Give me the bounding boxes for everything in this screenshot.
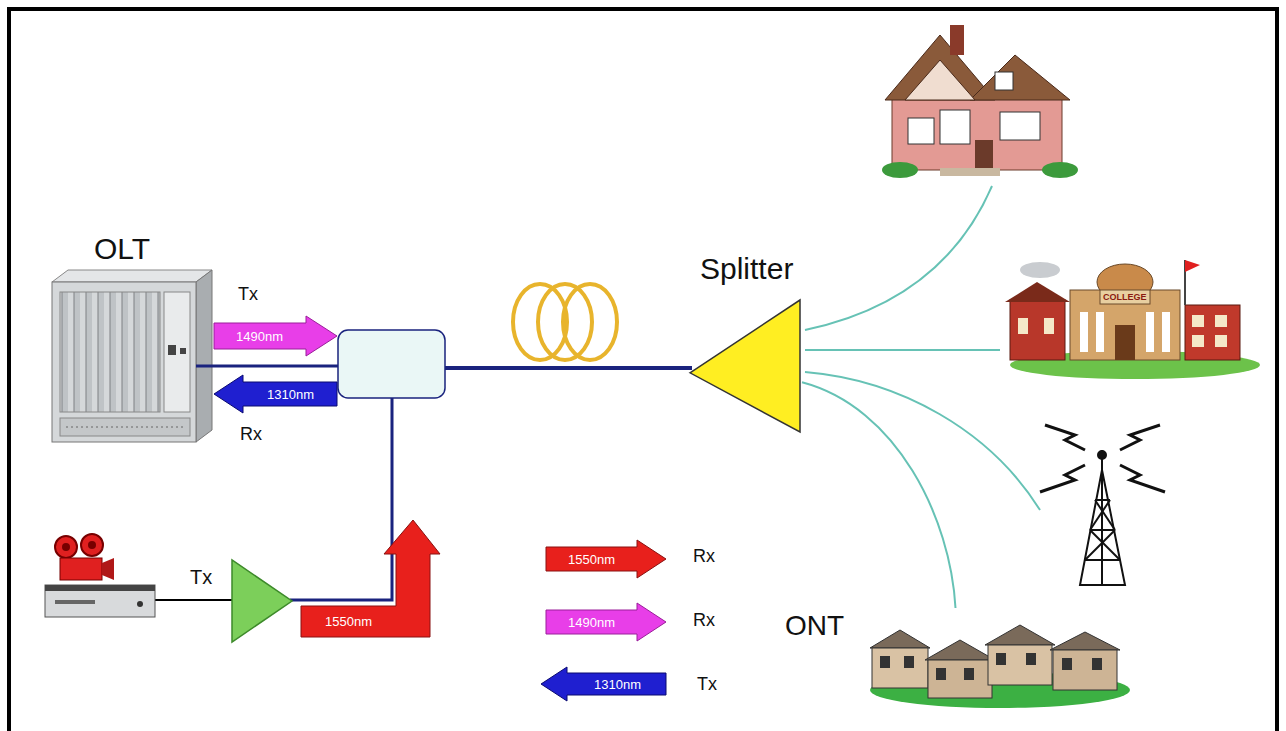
wavelength-text: 1310nm [267,387,314,402]
fiber-coil [513,284,617,360]
fiber-line [445,366,692,370]
olt-node: OLT [48,232,213,442]
wavelength-arrow: 1310nm [540,666,667,702]
wavelength-arrow: 1550nm [300,518,442,640]
frame [9,9,1277,731]
signal-label: Rx [693,546,715,567]
drop-fiber [802,382,956,608]
antenna-tower [1040,425,1165,585]
wavelength-arrow: 1550nm [545,539,667,579]
amplifier-symbol [232,560,292,642]
signal-label: Tx [238,284,258,305]
signal-label: Rx [693,610,715,631]
wdm-coupler [338,330,445,398]
college-icon [1005,260,1260,379]
signal-label: Rx [240,424,262,445]
signal-label: Tx [190,566,212,589]
node-title: Splitter [700,252,793,286]
fiber-line [196,365,338,368]
node-title: OLT [94,232,150,266]
house-icon [882,25,1078,178]
ont-buildings [870,625,1130,708]
video-source [45,534,155,617]
wavelength-text: 1550nm [325,614,372,629]
sign-text: COLLEGE [1103,292,1147,302]
wavelength-text: 1490nm [236,329,283,344]
signal-label: Tx [697,674,717,695]
wavelength-arrow: 1490nm [545,602,667,642]
wavelength-arrow: 1310nm [213,374,338,414]
wavelength-text: 1310nm [594,677,641,692]
drop-fiber [805,186,1040,510]
node-title: ONT [785,610,844,642]
wire [155,599,232,601]
olt-rack [52,270,212,442]
fiber-line [290,398,392,600]
wavelength-arrow: 1490nm [213,315,338,357]
ont-node: ONT [783,608,1128,708]
splitter-symbol [688,298,803,434]
wavelength-text: 1490nm [568,615,615,630]
wavelength-text: 1550nm [568,552,615,567]
splitter-node: Splitter [688,252,838,434]
